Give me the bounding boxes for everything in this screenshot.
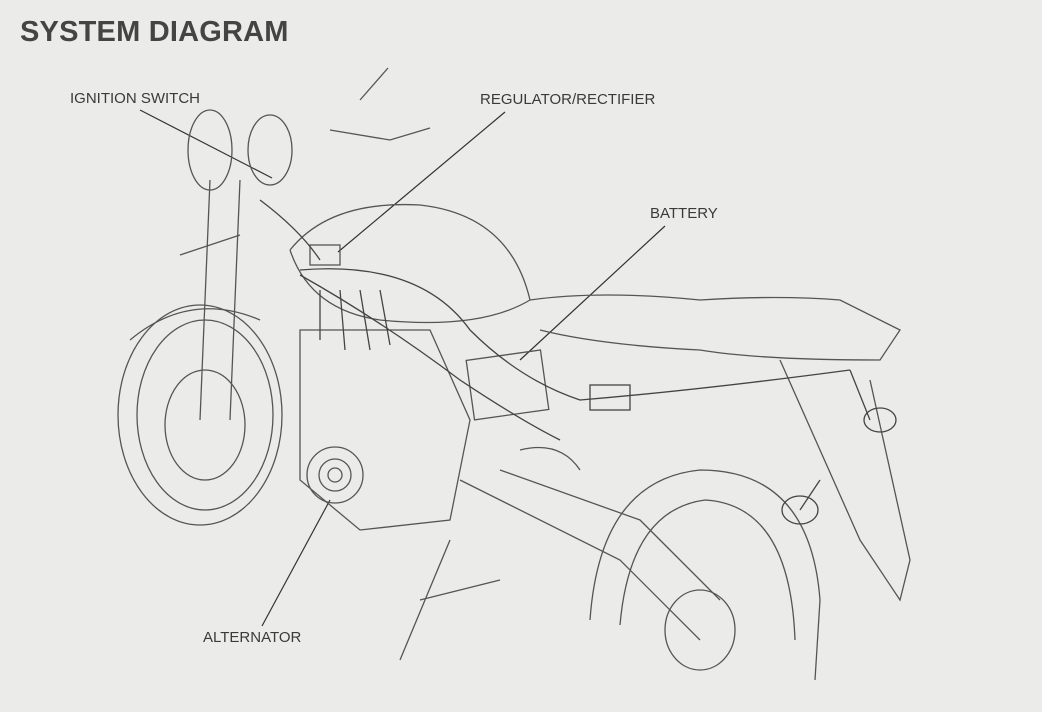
battery-box bbox=[465, 349, 550, 421]
frame bbox=[399, 446, 721, 661]
alternator-stator bbox=[306, 446, 364, 504]
wiring-harness bbox=[259, 199, 897, 525]
leader-regulator-rectifier bbox=[337, 111, 506, 253]
leader-ignition-switch bbox=[139, 109, 273, 179]
regulator-box bbox=[309, 244, 341, 266]
engine bbox=[299, 329, 471, 531]
leader-lines bbox=[139, 109, 666, 627]
handlebar-cluster bbox=[179, 67, 431, 421]
seat bbox=[529, 294, 901, 361]
label-alternator: ALTERNATOR bbox=[203, 629, 302, 646]
label-regulator-rectifier: REGULATOR/RECTIFIER bbox=[480, 91, 656, 108]
leader-battery bbox=[519, 225, 666, 361]
fuel-tank bbox=[289, 203, 531, 324]
front-wheel bbox=[117, 304, 283, 526]
label-battery: BATTERY bbox=[650, 205, 718, 222]
rear-wheel bbox=[589, 469, 821, 681]
leader-alternator bbox=[261, 499, 331, 627]
label-ignition-switch: IGNITION SWITCH bbox=[70, 90, 200, 107]
page-title: SYSTEM DIAGRAM bbox=[20, 16, 289, 48]
tail-fender bbox=[779, 359, 911, 602]
